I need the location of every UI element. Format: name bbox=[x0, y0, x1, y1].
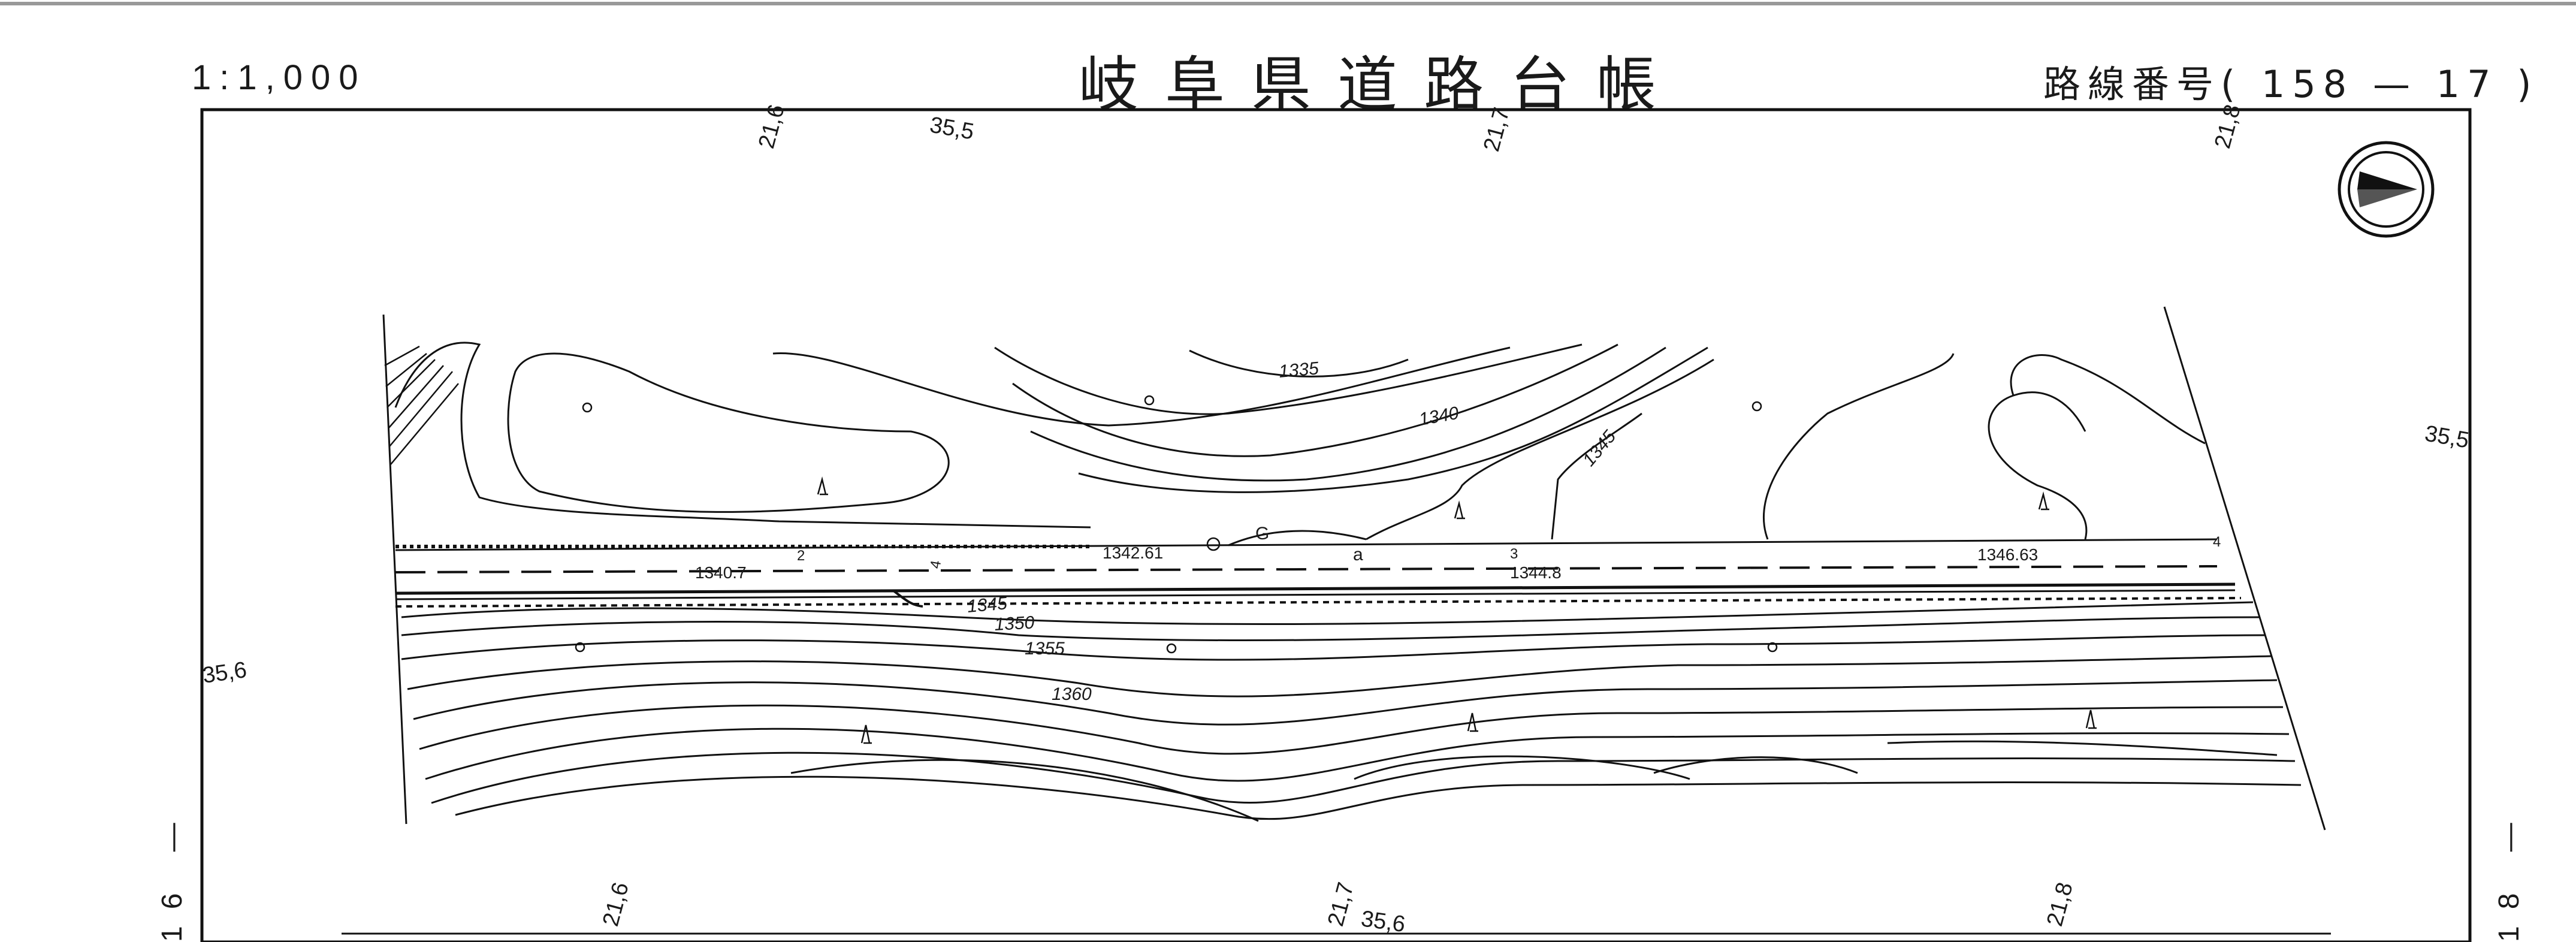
g-mark: G bbox=[1255, 524, 1269, 544]
elevation-1346-63: 1346.63 bbox=[1977, 545, 2038, 564]
point-marks: G a bbox=[1255, 524, 1363, 564]
tree-symbol-icon bbox=[817, 476, 828, 496]
grid-label-bottom-21-8: 21,8 bbox=[2042, 880, 2078, 929]
contour-label-1360: 1360 bbox=[1052, 684, 1092, 704]
boulder-icon bbox=[1767, 642, 1778, 653]
road-corridor bbox=[395, 538, 2242, 608]
north-contours bbox=[394, 342, 2206, 547]
hatched-corner bbox=[384, 345, 459, 465]
grid-label-bottom-21-6: 21,6 bbox=[598, 880, 634, 929]
map-symbols bbox=[575, 395, 2097, 744]
grid-label-bottom-35-6: 35,6 bbox=[1360, 906, 1407, 937]
south-contours bbox=[401, 601, 2302, 822]
boulder-icon bbox=[575, 642, 585, 653]
grid-label-right-35-5: 35,5 bbox=[2423, 421, 2471, 454]
route-number: 路線番号( 158 — 17 ) bbox=[2043, 62, 2539, 106]
north-arrow-icon bbox=[2338, 141, 2435, 238]
boulder-icon bbox=[1751, 401, 1762, 412]
grid-label-top-35-5: 35,5 bbox=[928, 113, 976, 145]
station-mark-4b: 4 bbox=[927, 559, 944, 570]
a-mark: a bbox=[1353, 545, 1363, 564]
tree-symbol-icon bbox=[2038, 491, 2049, 511]
grid-labels: 21,6 35,5 21,7 21,8 35,5 35,6 21,6 21,7 … bbox=[201, 102, 2471, 937]
contour-label-1340: 1340 bbox=[1417, 403, 1460, 430]
station-mark-4: 4 bbox=[2213, 534, 2221, 550]
grid-label-left-35-6: 35,6 bbox=[201, 657, 248, 689]
contour-label-1345-south: 1345 bbox=[967, 593, 1008, 617]
map-frame bbox=[200, 108, 2472, 942]
grid-label-top-21-7: 21,7 bbox=[1479, 105, 1515, 154]
elevation-labels: 1340.7 1342.61 1344.8 1346.63 bbox=[695, 544, 2038, 582]
survey-boundary bbox=[382, 306, 2326, 831]
boulder-icon bbox=[1144, 395, 1155, 406]
tree-symbol-icon bbox=[1454, 500, 1465, 520]
tree-symbol-icon bbox=[860, 724, 872, 744]
station-mark-3: 3 bbox=[1510, 546, 1518, 562]
tree-symbol-icon bbox=[2085, 709, 2097, 729]
elevation-1344-8: 1344.8 bbox=[1510, 563, 1562, 582]
elevation-1340-7: 1340.7 bbox=[695, 563, 747, 582]
station-marks: 2 3 4 4 bbox=[797, 534, 2221, 570]
contour-label-1355: 1355 bbox=[1025, 639, 1065, 659]
scale-label: 1:1,000 bbox=[192, 58, 367, 97]
contour-label-1350: 1350 bbox=[994, 613, 1035, 635]
boulder-icon bbox=[582, 402, 593, 413]
survey-point-icon bbox=[1206, 537, 1221, 551]
boulder-icon bbox=[1166, 643, 1177, 654]
tree-symbol-icon bbox=[1467, 712, 1478, 732]
contour-label-1335: 1335 bbox=[1278, 358, 1320, 382]
elevation-1342-61: 1342.61 bbox=[1103, 544, 1163, 562]
grid-label-bottom-21-7: 21,7 bbox=[1323, 880, 1359, 929]
station-mark-2: 2 bbox=[797, 548, 805, 564]
